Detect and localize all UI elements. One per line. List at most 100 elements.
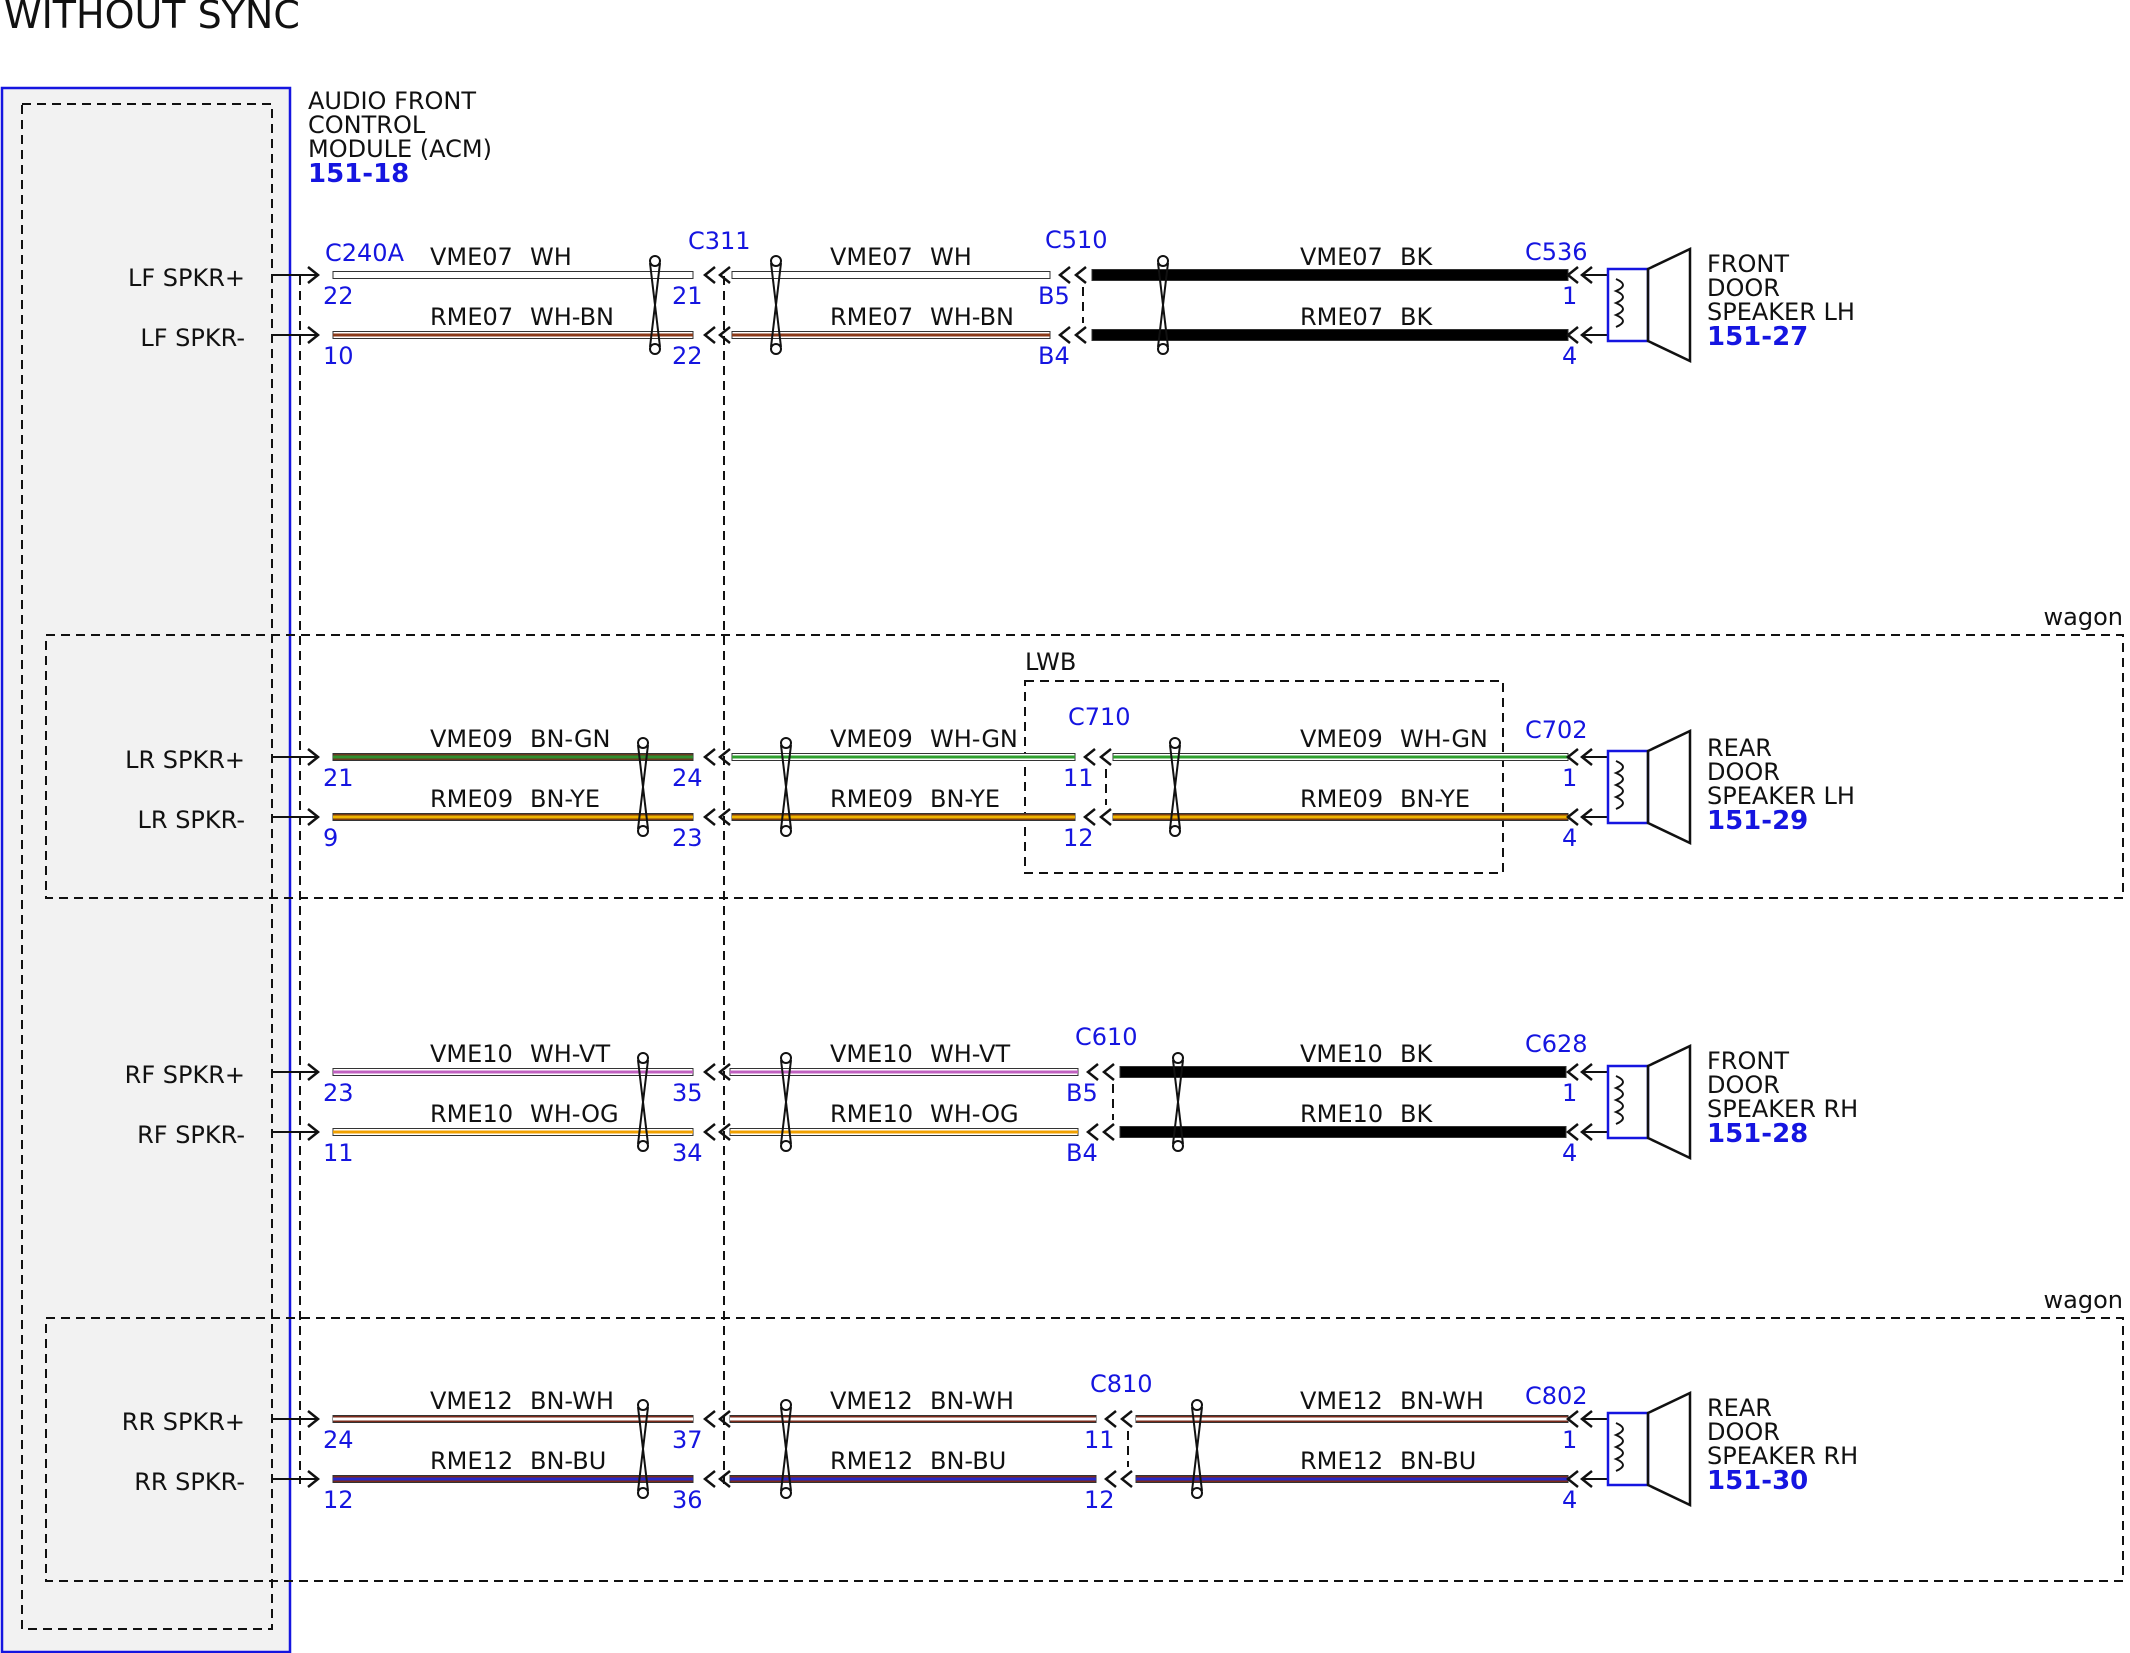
twist-seg-3-end-bottom <box>1191 1487 1203 1499</box>
wire-seg-3 <box>1112 813 1569 821</box>
twist-seg-2-end-bottom <box>780 825 792 837</box>
seg3-circuit: RME09 <box>1300 785 1383 813</box>
seg1-color: WH-VT <box>530 1040 610 1068</box>
speaker-ref: 151-27 <box>1707 322 1808 352</box>
pin-mid: B5 <box>1066 1079 1098 1107</box>
twist-seg-2-end-top <box>780 1399 792 1411</box>
connector-label-end: C802 <box>1525 1382 1588 1410</box>
speaker-name-line-3: SPEAKER RH <box>1707 1442 1858 1470</box>
wire-seg-3 <box>1091 329 1569 341</box>
twist-seg-3 <box>1169 737 1181 837</box>
pin-mid: 11 <box>1063 764 1094 792</box>
module-arrow <box>307 1470 321 1488</box>
seg1-circuit: RME09 <box>430 785 513 813</box>
wire-seg-2-stripe <box>730 1477 1096 1481</box>
seg1-color: BN-GN <box>530 725 611 753</box>
twist-seg-3 <box>1191 1399 1203 1499</box>
speaker-ref: 151-29 <box>1707 806 1808 836</box>
mid-arrow-a <box>1085 1063 1099 1081</box>
c311-arrow-a <box>702 1410 716 1428</box>
region-label-wagon-upper: wagon <box>2044 603 2123 631</box>
twist-seg-1 <box>649 255 661 355</box>
wire-seg-1-stripe <box>333 1477 693 1481</box>
module-arrow <box>307 1123 321 1141</box>
seg1-circuit: RME07 <box>430 303 513 331</box>
speaker-icon-frame <box>1606 1064 1650 1140</box>
seg3-color: BK <box>1400 243 1433 271</box>
wire-seg-2-stripe <box>730 1417 1096 1421</box>
mid-arrow-a <box>1103 1470 1117 1488</box>
pin-c240a: 10 <box>323 342 354 370</box>
wire-seg-3-base <box>1119 1126 1567 1138</box>
wire-seg-3-stripe <box>1136 1417 1568 1421</box>
wire-seg-3-base <box>1119 1066 1567 1078</box>
pin-end: 1 <box>1562 1079 1577 1107</box>
pin-mid: B5 <box>1038 282 1070 310</box>
region-box-wagon-upper <box>45 634 2124 899</box>
twist-seg-1-end-top <box>637 737 649 749</box>
twist-seg-3-strand-b <box>1169 744 1181 830</box>
seg2-circuit: RME09 <box>830 785 913 813</box>
twist-seg-3-strand-b <box>1191 1406 1203 1492</box>
speaker-name-line-1: REAR <box>1707 1394 1772 1422</box>
twist-seg-3-end-bottom <box>1157 343 1169 355</box>
mid-arrow-b <box>1098 808 1112 826</box>
signal-label: LF SPKR- <box>140 324 245 352</box>
twist-seg-2 <box>770 255 782 355</box>
speaker-icon-coil <box>1613 760 1624 810</box>
seg3-circuit: RME07 <box>1300 303 1383 331</box>
seg3-color: BN-BU <box>1400 1447 1476 1475</box>
pin-c311: 36 <box>672 1486 703 1514</box>
pin-c240a: 11 <box>323 1139 354 1167</box>
pin-c240a: 23 <box>323 1079 354 1107</box>
speaker-icon-frame <box>1606 267 1650 343</box>
seg2-circuit: VME07 <box>830 243 913 271</box>
wire-seg-1 <box>332 1475 694 1483</box>
twist-seg-3-end-bottom <box>1169 825 1181 837</box>
mid-arrow-b <box>1073 266 1087 284</box>
wire-seg-3-stripe <box>1113 755 1568 759</box>
signal-label: RR SPKR+ <box>122 1408 245 1436</box>
twist-seg-3-strand-b <box>1172 1059 1184 1145</box>
wire-seg-3-base <box>1091 329 1569 341</box>
wire-seg-2-stripe <box>732 755 1075 759</box>
wire-seg-1-stripe <box>333 1130 693 1134</box>
seg3-color: BN-WH <box>1400 1387 1484 1415</box>
seg1-color: BN-WH <box>530 1387 614 1415</box>
seg1-color: WH-BN <box>530 303 614 331</box>
pin-end: 1 <box>1562 282 1577 310</box>
seg2-color: BN-YE <box>930 785 1000 813</box>
twist-seg-1 <box>637 737 649 837</box>
twist-seg-2-strand-b <box>770 262 782 348</box>
pin-end: 1 <box>1562 1426 1577 1454</box>
connector-label-mid: C710 <box>1068 703 1131 731</box>
seg1-circuit: VME09 <box>430 725 513 753</box>
twist-seg-1-end-top <box>637 1399 649 1411</box>
seg3-color: BK <box>1400 1100 1433 1128</box>
seg1-color: BN-BU <box>530 1447 606 1475</box>
c311-arrow-a <box>702 1123 716 1141</box>
pin-c240a: 22 <box>323 282 354 310</box>
pin-mid: 12 <box>1063 824 1094 852</box>
c311-arrow-a <box>702 1063 716 1081</box>
seg2-color: WH-OG <box>930 1100 1019 1128</box>
speaker-name-line-3: SPEAKER LH <box>1707 298 1855 326</box>
speaker-icon-cone <box>1646 1391 1692 1507</box>
c311-arrow-b <box>717 748 731 766</box>
c311-arrow-b <box>717 1123 731 1141</box>
pin-end: 4 <box>1562 342 1577 370</box>
seg2-color: WH <box>930 243 972 271</box>
wire-seg-2-stripe <box>732 333 1050 337</box>
seg1-circuit: VME12 <box>430 1387 513 1415</box>
seg1-color: WH-OG <box>530 1100 619 1128</box>
wire-seg-2-base <box>731 271 1051 279</box>
twist-seg-2-end-bottom <box>780 1487 792 1499</box>
pin-end: 4 <box>1562 1139 1577 1167</box>
wire-seg-1 <box>332 1415 694 1423</box>
